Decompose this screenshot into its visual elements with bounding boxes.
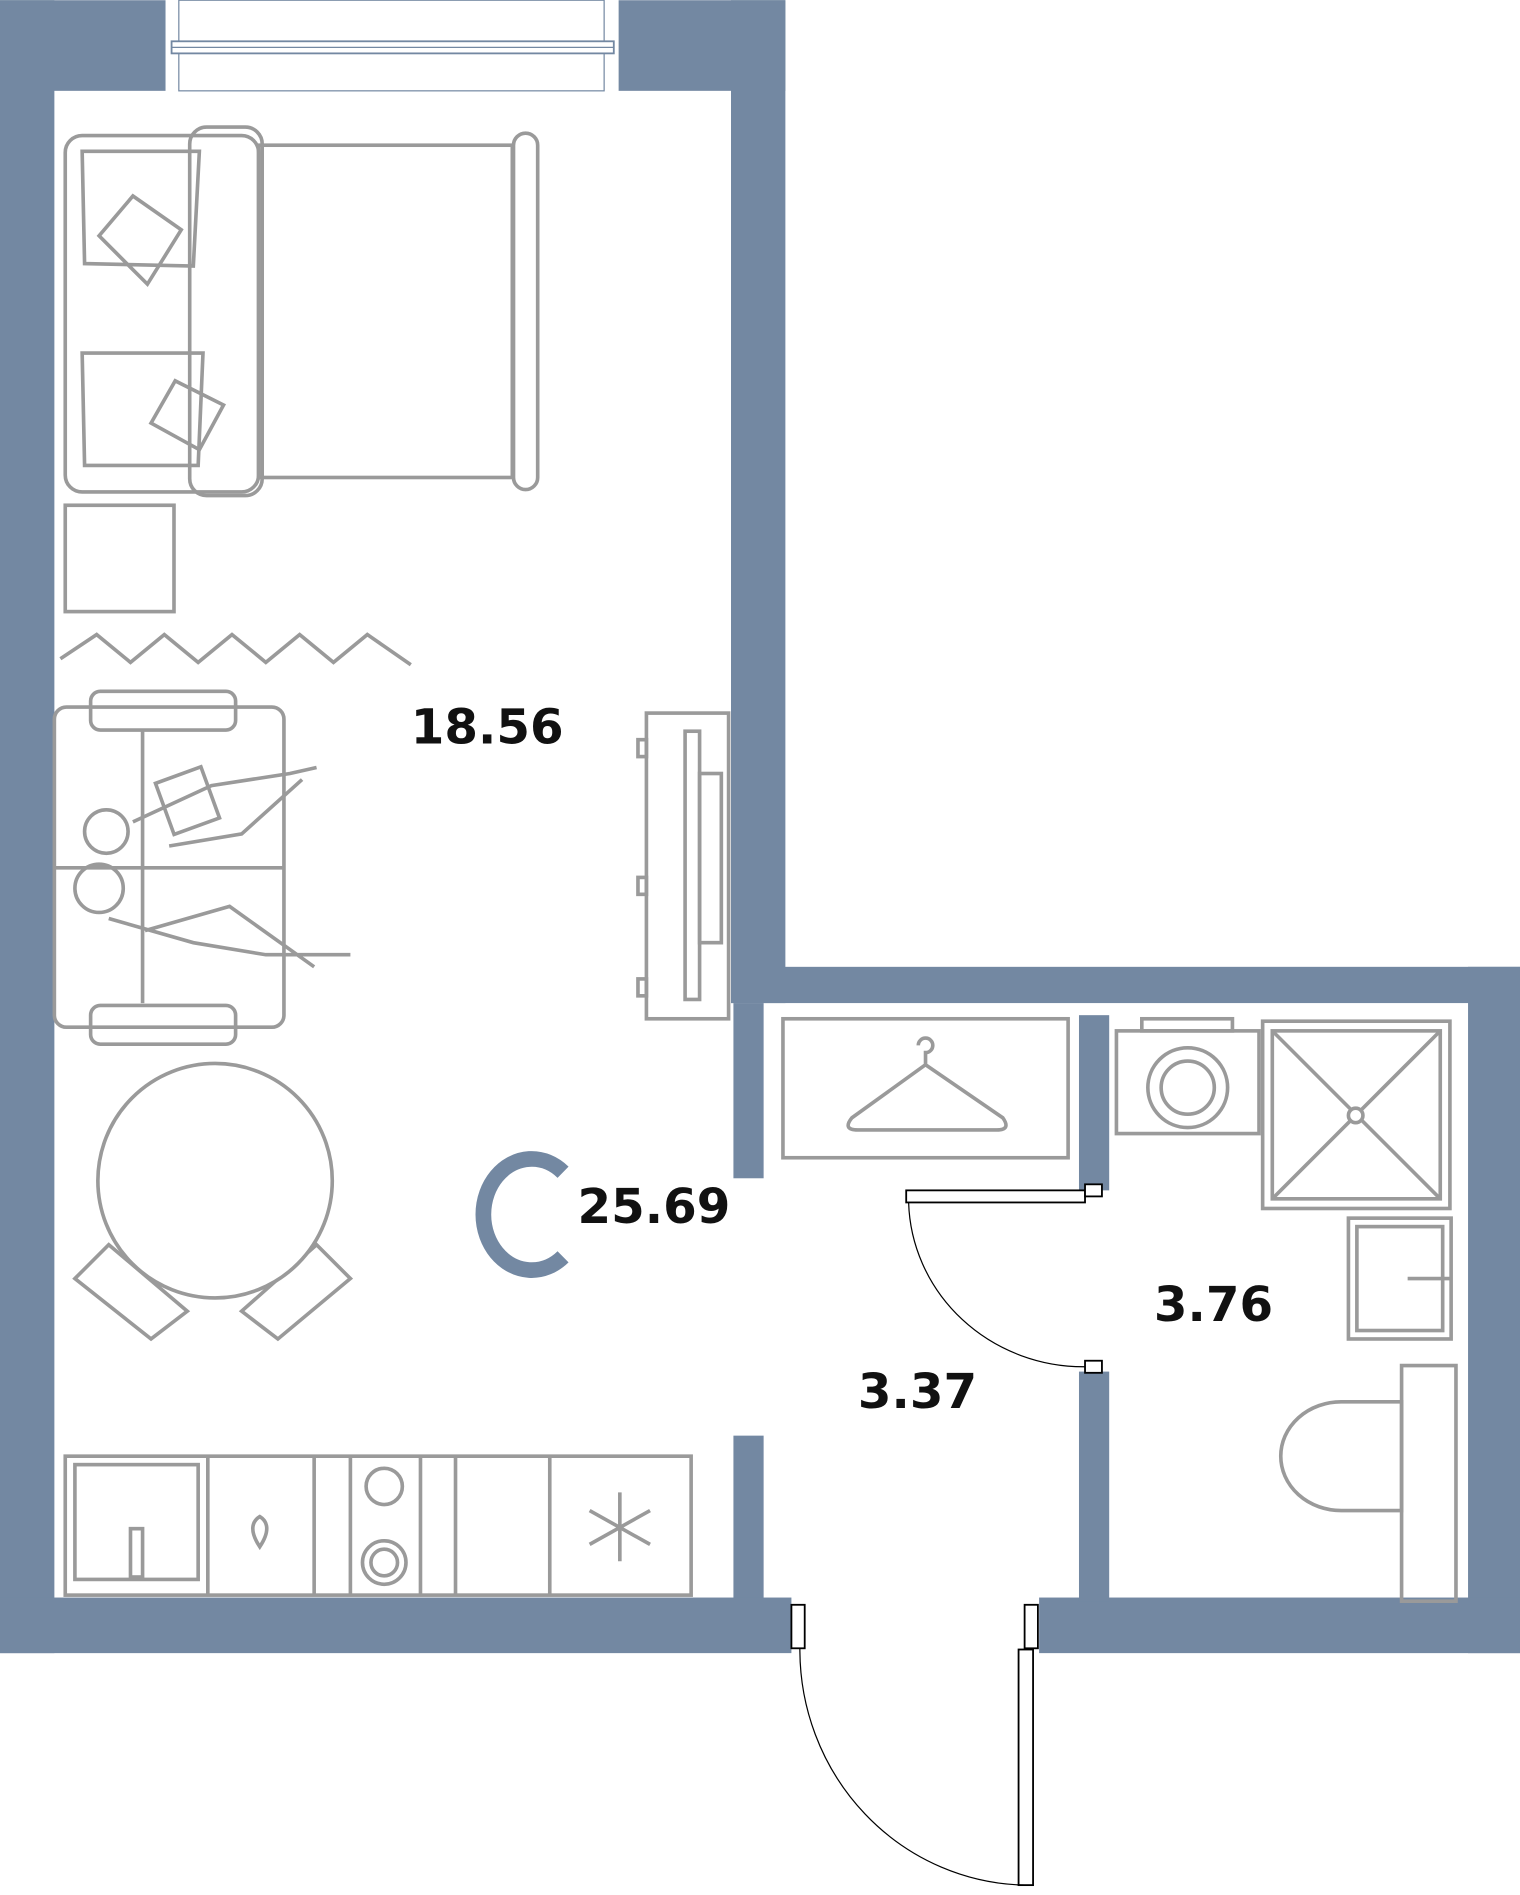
- doors: [790, 1183, 1103, 1887]
- washbasin: [1346, 1216, 1453, 1341]
- bed: [63, 125, 540, 498]
- walls: [0, 0, 1520, 1654]
- area-total: 25.69: [578, 1179, 731, 1235]
- shower: [1260, 1019, 1452, 1211]
- logo: [475, 1151, 569, 1278]
- rug-edge: [59, 632, 412, 667]
- toilet: [1278, 1399, 1404, 1513]
- nightstand: [63, 503, 176, 614]
- window: [170, 0, 615, 92]
- area-bathroom: 3.76: [1154, 1277, 1273, 1333]
- sink: [73, 1462, 200, 1582]
- faucet-icon: [251, 1514, 269, 1551]
- kitchen-counter: [63, 1454, 693, 1597]
- wardrobe: [781, 1016, 1070, 1160]
- snowflake-icon: [588, 1492, 651, 1562]
- entrance-door[interactable]: [1017, 1648, 1034, 1887]
- burner: [364, 1466, 405, 1507]
- area-living-room: 18.56: [411, 699, 564, 755]
- tv-stand: [636, 711, 731, 1021]
- area-hallway: 3.37: [858, 1364, 977, 1420]
- dining-table: [72, 1061, 354, 1342]
- burner: [360, 1538, 408, 1587]
- sofa: [52, 689, 351, 1046]
- hanger-icon: [846, 1036, 1008, 1132]
- bathroom-fixtures: [1114, 1016, 1458, 1603]
